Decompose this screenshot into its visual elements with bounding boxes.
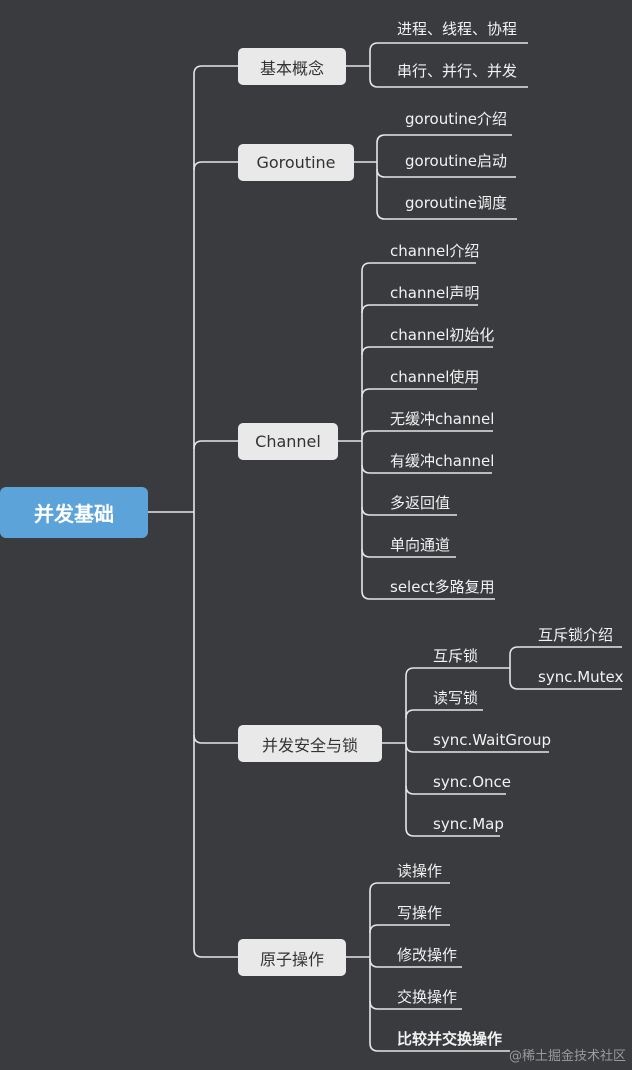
connector-line-38 bbox=[361, 464, 371, 474]
connector-line-68 bbox=[369, 924, 379, 934]
watermark: @稀土掘金技术社区 bbox=[508, 1049, 626, 1064]
leaf-goroutine-start[interactable]: goroutine启动 bbox=[405, 152, 508, 170]
leaf-once[interactable]: sync.Once bbox=[433, 773, 512, 791]
connector-line-4 bbox=[193, 161, 203, 171]
leaf-atomic-swap[interactable]: 交换操作 bbox=[397, 988, 458, 1006]
connector-line-74 bbox=[369, 1042, 379, 1052]
connector-line-14 bbox=[369, 42, 379, 52]
connector-line-34 bbox=[361, 388, 371, 398]
connector-line-56 bbox=[405, 827, 415, 837]
leaf-atomic-modify[interactable]: 修改操作 bbox=[397, 946, 458, 964]
leaf-select-multiplex[interactable]: select多路复用 bbox=[390, 578, 495, 596]
connector-line-20 bbox=[376, 134, 386, 144]
leaf-channel-intro[interactable]: channel介绍 bbox=[390, 242, 480, 260]
leaf-channel-use[interactable]: channel使用 bbox=[390, 368, 480, 386]
connector-line-54 bbox=[405, 785, 415, 795]
connector-line-60 bbox=[509, 646, 519, 656]
leaf-channel-declare[interactable]: channel声明 bbox=[390, 284, 480, 302]
leaf-sync-mutex[interactable]: sync.Mutex bbox=[538, 668, 624, 686]
leaf-goroutine-intro[interactable]: goroutine介绍 bbox=[405, 110, 508, 128]
leaf-process-thread-coroutine[interactable]: 进程、线程、协程 bbox=[397, 20, 518, 38]
leaf-atomic-write[interactable]: 写操作 bbox=[397, 904, 443, 922]
branch-atomic-ops[interactable]: 原子操作 bbox=[238, 939, 346, 976]
leaf-serial-parallel-concurrent[interactable]: 串行、并行、并发 bbox=[397, 62, 518, 80]
leaf-atomic-read[interactable]: 读操作 bbox=[397, 862, 443, 880]
connector-line-66 bbox=[369, 882, 379, 892]
connector-line-44 bbox=[361, 590, 371, 600]
connector-line-62 bbox=[509, 680, 519, 690]
leaf-waitgroup[interactable]: sync.WaitGroup bbox=[433, 731, 551, 749]
branch-basic-concepts[interactable]: 基本概念 bbox=[238, 48, 346, 85]
leaf-multiple-returns[interactable]: 多返回值 bbox=[390, 494, 451, 512]
connector-line-10 bbox=[193, 948, 203, 958]
connector-line-28 bbox=[361, 262, 371, 272]
branch-channel[interactable]: Channel bbox=[238, 423, 338, 460]
leaf-rwlock[interactable]: 读写锁 bbox=[433, 689, 479, 707]
branch-concurrency-locks[interactable]: 并发安全与锁 bbox=[238, 725, 382, 762]
connector-line-50 bbox=[405, 709, 415, 719]
connector-line-52 bbox=[405, 743, 415, 753]
leaf-mutex-intro[interactable]: 互斥锁介绍 bbox=[538, 626, 614, 644]
branch-goroutine[interactable]: Goroutine bbox=[238, 144, 354, 181]
leaf-mutex[interactable]: 互斥锁 bbox=[433, 647, 479, 665]
leaf-buffered-channel[interactable]: 有缓冲channel bbox=[390, 452, 495, 470]
leaf-sync-map[interactable]: sync.Map bbox=[433, 815, 504, 833]
connector-line-8 bbox=[193, 734, 203, 744]
connector-line-48 bbox=[405, 667, 415, 677]
connector-line-36 bbox=[361, 430, 371, 440]
root-node[interactable]: 并发基础 bbox=[0, 487, 148, 538]
leaf-compare-and-swap[interactable]: 比较并交换操作 bbox=[397, 1030, 503, 1048]
connector-line-16 bbox=[369, 78, 379, 88]
connector-line-30 bbox=[361, 304, 371, 314]
connector-line-42 bbox=[361, 548, 371, 558]
connector-line-70 bbox=[369, 958, 379, 968]
connector-line-72 bbox=[369, 1000, 379, 1010]
connector-line-6 bbox=[193, 440, 203, 450]
connector-line-40 bbox=[361, 506, 371, 516]
leaf-goroutine-schedule[interactable]: goroutine调度 bbox=[405, 194, 508, 212]
leaf-channel-init[interactable]: channel初始化 bbox=[390, 326, 495, 344]
leaf-unidirectional-channel[interactable]: 单向通道 bbox=[390, 536, 451, 554]
connector-line-32 bbox=[361, 346, 371, 356]
connector-line-24 bbox=[376, 210, 386, 220]
connector-line-22 bbox=[376, 168, 386, 178]
leaf-unbuffered-channel[interactable]: 无缓冲channel bbox=[390, 410, 495, 428]
connector-line-2 bbox=[193, 65, 203, 75]
